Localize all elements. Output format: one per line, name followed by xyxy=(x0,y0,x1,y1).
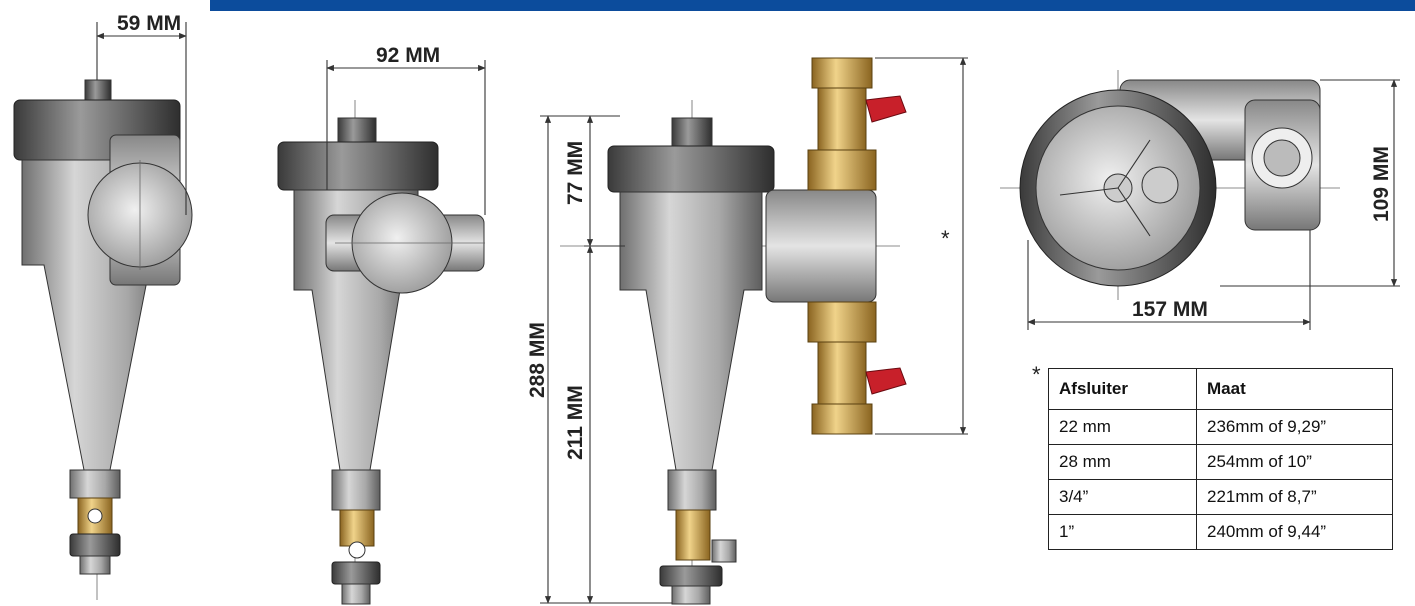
table-row: 3/4” 221mm of 8,7” xyxy=(1048,479,1393,515)
header-maat: Maat xyxy=(1196,368,1393,410)
header-afsluiter: Afsluiter xyxy=(1048,368,1197,410)
cell-afsluiter: 22 mm xyxy=(1048,409,1197,445)
dim-top-width: 157 MM xyxy=(1132,298,1208,321)
table-row: 22 mm 236mm of 9,29” xyxy=(1048,409,1393,445)
dim-top-depth: 109 MM xyxy=(1370,146,1393,222)
table-header-row: Afsluiter Maat xyxy=(1048,368,1393,410)
cell-afsluiter: 3/4” xyxy=(1048,479,1197,515)
valve-size-table: Afsluiter Maat 22 mm 236mm of 9,29” 28 m… xyxy=(1048,368,1393,550)
dim-lower-height: 211 MM xyxy=(564,385,587,460)
valve-note-marker: * xyxy=(941,226,950,251)
header-bar xyxy=(210,0,1415,11)
cell-maat: 236mm of 9,29” xyxy=(1196,409,1393,445)
front-view: 92 MM xyxy=(277,44,486,605)
table-row: 1” 240mm of 9,44” xyxy=(1048,514,1393,550)
dim-side-width: 59 MM xyxy=(117,12,181,35)
top-view: 157 MM 109 MM xyxy=(1000,70,1400,330)
cell-afsluiter: 28 mm xyxy=(1048,444,1197,480)
cell-maat: 221mm of 8,7” xyxy=(1196,479,1393,515)
cell-maat: 254mm of 10” xyxy=(1196,444,1393,480)
side-view: 59 MM xyxy=(13,12,193,600)
dim-front-width: 92 MM xyxy=(376,44,440,67)
dim-total-height: 288 MM xyxy=(526,322,549,398)
valve-view: 77 MM 288 MM 211 MM xyxy=(526,57,968,605)
cell-maat: 240mm of 9,44” xyxy=(1196,514,1393,550)
dim-upper-height: 77 MM xyxy=(564,141,587,205)
cell-afsluiter: 1” xyxy=(1048,514,1197,550)
table-note-marker: * xyxy=(1032,362,1041,387)
table-row: 28 mm 254mm of 10” xyxy=(1048,444,1393,480)
